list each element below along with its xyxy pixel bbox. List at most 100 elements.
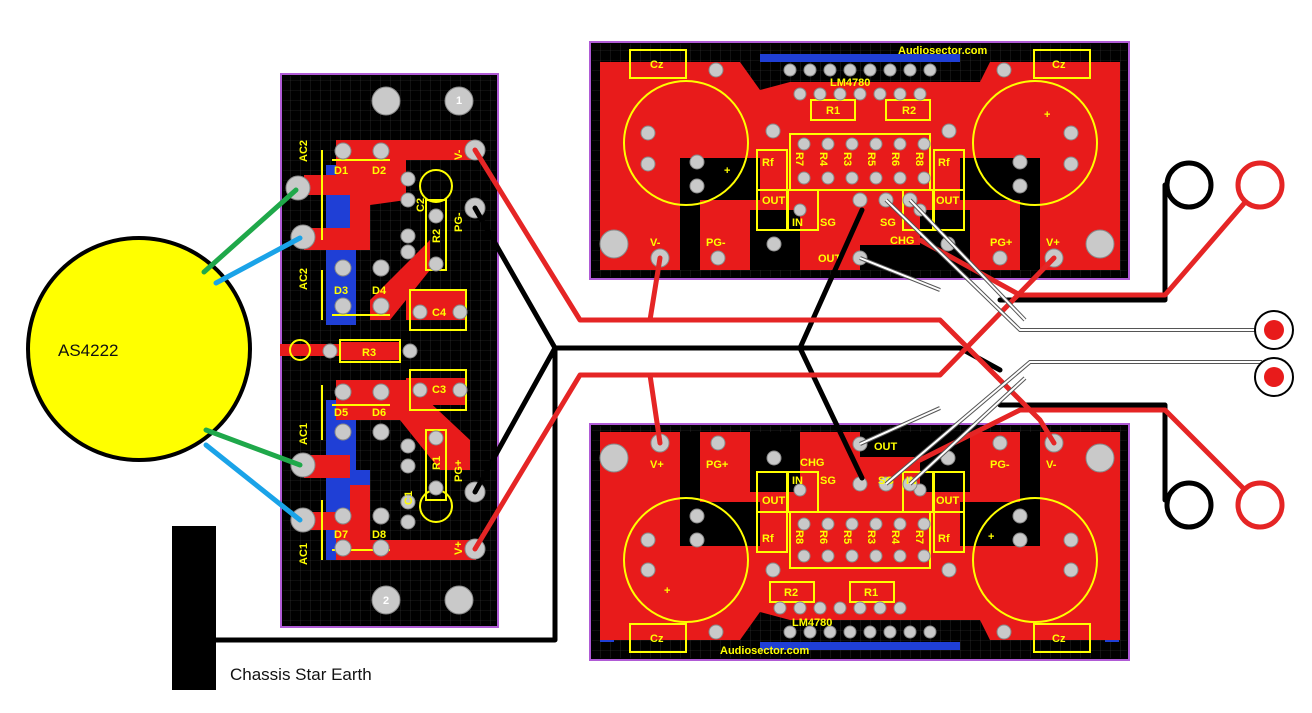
amp-top-copper <box>600 62 1120 270</box>
psu-label-d4: D4 <box>372 285 387 297</box>
transformer-label: AS4222 <box>58 341 119 360</box>
psu-label-ac1-bottom: AC1 <box>298 543 310 565</box>
transformer: AS4222 <box>26 236 252 462</box>
amp-top-v-minus: V- <box>650 237 661 249</box>
psu-label-ac1-top: AC1 <box>298 423 310 445</box>
amp-bottom-sg-right: SG <box>878 475 894 487</box>
speaker-bottom-negative-terminal <box>1164 480 1214 530</box>
amp-bottom-out-pin: OUT <box>874 441 898 453</box>
amp-bottom-rf-left: Rf <box>762 533 774 545</box>
psu-label-d8: D8 <box>372 529 386 541</box>
chassis-earth-bar <box>172 526 216 690</box>
amp-board-bottom: Audiosector.com LM4780 Cz Cz R2 R1 Rf Rf… <box>589 423 1130 661</box>
amp-top-r7: R7 <box>793 152 805 166</box>
psu-label-d6: D6 <box>372 407 386 419</box>
signal-wires <box>859 198 1262 486</box>
amp-top-pg-plus: PG+ <box>990 237 1012 249</box>
wire-green-bottom <box>203 427 303 468</box>
amp-bottom-out-left: OUT <box>762 495 786 507</box>
psu-label-d7: D7 <box>334 529 348 541</box>
speaker-terminals-top <box>1164 160 1285 210</box>
wire-blue-top <box>213 235 303 286</box>
amp-bottom-cz-right: Cz <box>1052 633 1066 645</box>
amp-bottom-pg-minus: PG- <box>990 459 1010 471</box>
speaker-top-positive-terminal <box>1235 160 1285 210</box>
amp-top-v-plus: V+ <box>1046 237 1060 249</box>
speaker-terminals-bottom <box>1164 480 1285 530</box>
speaker-bottom-positive-terminal <box>1235 480 1285 530</box>
amp-top-chip: LM4780 <box>830 77 870 89</box>
amp-top-pg-minus: PG- <box>706 237 726 249</box>
psu-label-d2: D2 <box>372 165 386 177</box>
psu-label-d1: D1 <box>334 165 348 177</box>
amp-bottom-plus-left: + <box>664 585 670 597</box>
amp-top-sg-left: SG <box>820 217 836 229</box>
amp-bottom-r1: R1 <box>864 587 878 599</box>
ground-wire-top-speaker <box>997 182 1168 303</box>
red-wire-bottom-speaker <box>917 407 1263 508</box>
amp-top-sg-right: SG <box>880 217 896 229</box>
psu-label-d5: D5 <box>334 407 348 419</box>
amp-board-top: Audiosector.com LM4780 Cz Cz R1 R2 Rf Rf… <box>589 41 1130 280</box>
psu-label-v-minus: V- <box>453 149 465 160</box>
amp-bottom-in-left: IN <box>792 475 803 487</box>
psu-label-ac2-top: AC2 <box>298 140 310 162</box>
amp-top-r4: R4 <box>817 152 829 167</box>
amp-top-r5: R5 <box>865 152 877 166</box>
amp-bottom-r8: R8 <box>793 530 805 544</box>
rca-input-bottom <box>1254 357 1294 397</box>
amp-bottom-r7: R7 <box>913 530 925 544</box>
chassis-star-earth: Chassis Star Earth <box>172 526 372 690</box>
psu-label-c2: C2 <box>415 198 427 212</box>
ground-wire-bottom-speaker <box>997 402 1168 503</box>
psu-label-d3: D3 <box>334 285 348 297</box>
amp-top-plus-left: + <box>724 165 730 177</box>
ground-wires <box>213 182 1168 643</box>
transformer-body <box>26 236 252 462</box>
amp-top-out-pin: OUT <box>818 253 842 265</box>
amp-top-rf-left: Rf <box>762 157 774 169</box>
amp-top-r8: R8 <box>913 152 925 166</box>
psu-label-pg-plus: PG+ <box>453 460 465 482</box>
amp-top-r1: R1 <box>826 105 840 117</box>
amp-top-out-left: OUT <box>762 195 786 207</box>
psu-label-r3: R3 <box>362 347 376 359</box>
amp-bottom-brand: Audiosector.com <box>720 645 809 657</box>
amp-top-r6: R6 <box>889 152 901 166</box>
chassis-earth-label: Chassis Star Earth <box>230 665 372 684</box>
amp-bottom-out-right: OUT <box>936 495 960 507</box>
amp-top-cap-left <box>623 80 749 206</box>
amp-bottom-sg-left: SG <box>820 475 836 487</box>
psu-label-v-plus: V+ <box>453 541 465 555</box>
amp-bottom-v-plus: V+ <box>650 459 664 471</box>
psu-label-c1: C1 <box>403 491 415 505</box>
amp-bottom-r3: R3 <box>865 530 877 544</box>
amp-top-r2: R2 <box>902 105 916 117</box>
red-wire-top-speaker <box>917 182 1263 298</box>
psu-mount-label-1: 1 <box>456 95 462 107</box>
transformer-secondary-wires <box>201 187 303 523</box>
psu-label-r2: R2 <box>431 229 443 243</box>
psu-label-c4: C4 <box>432 307 447 319</box>
amp-top-in: IN <box>792 217 803 229</box>
rail-wires <box>472 147 1263 552</box>
psu-label-ac2-bottom: AC2 <box>298 268 310 290</box>
amp-bottom-r6: R6 <box>817 530 829 544</box>
wire-green-top <box>201 187 299 275</box>
amp-top-r3: R3 <box>841 152 853 166</box>
psu-label-pg-minus: PG- <box>453 212 465 232</box>
amp-bottom-copper <box>600 432 1120 640</box>
wire-blue-bottom <box>203 442 303 523</box>
amp-top-plus-right: + <box>1044 109 1050 121</box>
psu-label-c3: C3 <box>432 384 446 396</box>
rca-input-top <box>1254 310 1294 350</box>
psu-mount-label-2: 2 <box>383 595 389 607</box>
amp-bottom-r5: R5 <box>841 530 853 544</box>
amp-bottom-r2: R2 <box>784 587 798 599</box>
amp-top-chg: CHG <box>890 235 914 247</box>
amp-top-cz-left: Cz <box>650 59 664 71</box>
amp-bottom-v-minus: V- <box>1046 459 1057 471</box>
amp-bottom-chip: LM4780 <box>792 617 832 629</box>
amp-bottom-pg-plus: PG+ <box>706 459 728 471</box>
